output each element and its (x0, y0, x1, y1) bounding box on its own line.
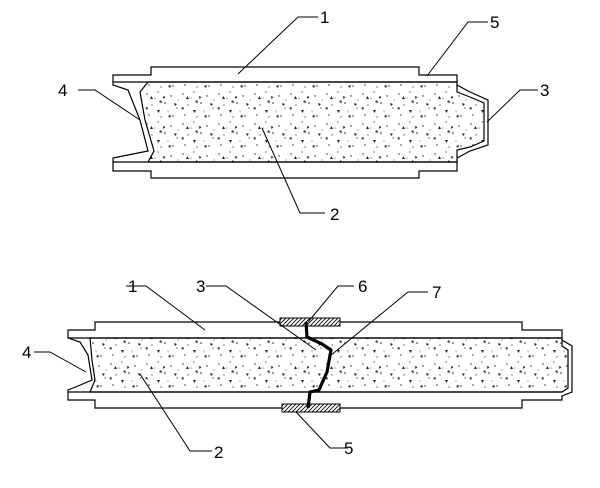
bottom-label-2: 2 (214, 443, 223, 462)
bottom-seal-strip-lower (281, 403, 341, 413)
top-label-3: 3 (540, 81, 549, 100)
top-label-2: 2 (330, 205, 339, 224)
bottom-panel: 1 3 6 7 4 2 5 (22, 277, 573, 462)
bottom-label-1: 1 (128, 277, 137, 296)
bottom-label-3: 3 (196, 277, 205, 296)
bottom-leader-2 (139, 373, 212, 452)
top-leader-4 (78, 89, 141, 121)
bottom-seal-strip-upper (279, 317, 341, 327)
bottom-leader-1 (126, 285, 206, 331)
top-panel: 1 5 4 3 2 (58, 8, 549, 224)
top-leader-2 (261, 127, 325, 214)
bottom-label-7: 7 (432, 283, 441, 302)
top-panel-core (139, 81, 485, 163)
bottom-leader-7 (329, 291, 428, 357)
bottom-label-5: 5 (344, 439, 353, 458)
top-label-1: 1 (320, 8, 329, 27)
bottom-leader-4 (34, 351, 87, 373)
bottom-leader-5 (295, 411, 348, 449)
bottom-leader-6 (307, 285, 354, 323)
bottom-panel-sheet-outline (67, 321, 573, 409)
top-leader-3 (486, 89, 538, 123)
top-label-4: 4 (58, 81, 67, 100)
bottom-leader-3 (206, 285, 317, 351)
bottom-z-joint (304, 321, 333, 409)
bottom-label-4: 4 (22, 343, 31, 362)
bottom-label-6: 6 (358, 277, 367, 296)
top-label-5: 5 (490, 13, 499, 32)
top-leader-1 (237, 16, 318, 75)
top-leader-5 (426, 21, 488, 77)
